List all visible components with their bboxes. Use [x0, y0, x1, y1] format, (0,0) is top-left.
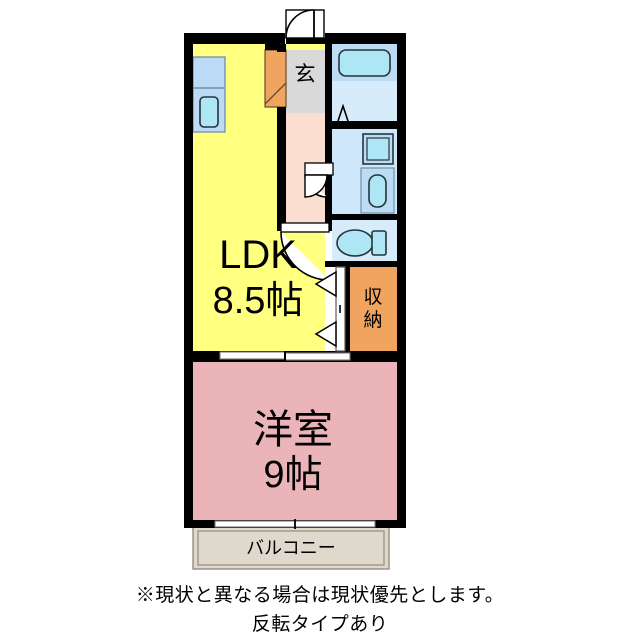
wall-entrance-left-top [265, 44, 286, 50]
vent-marks [336, 215, 392, 356]
balcony-window-leaf-left [214, 520, 296, 528]
wall-outer-left [184, 33, 193, 528]
closet-door-leaf-upper [314, 270, 337, 298]
balcony-window[interactable] [214, 519, 376, 529]
label-ldk-name: LDK [219, 233, 297, 277]
bedroom-sliding-door-leaf-left [219, 351, 286, 360]
wall-closet-left [345, 267, 350, 351]
label-balcony: バルコニー [246, 538, 336, 558]
fixture-bathtub [338, 49, 391, 77]
entrance-door[interactable] [285, 9, 325, 39]
label-closet-char1: 収 [363, 286, 382, 308]
bedroom-sliding-door-leaf-right [284, 352, 351, 361]
hallway-door-fill [304, 174, 328, 198]
note-mirrored-type: 反転タイプあり [251, 614, 389, 635]
wall-ldk-right [277, 107, 286, 223]
entrance-door-swing-arc [285, 9, 315, 39]
wall-entrance-divider [277, 44, 286, 52]
fixture-shoe-cabinet-door-line [264, 82, 287, 105]
balcony-inner-outline [197, 530, 385, 566]
ldk-door-panel [280, 222, 330, 233]
closet-door-leaf-lower [314, 320, 337, 348]
wall-entrance-top [286, 38, 325, 44]
fixture-toilet-bowl [336, 229, 374, 257]
wall-bath-top [325, 33, 406, 44]
label-entrance: 玄 [295, 63, 316, 86]
hallway-door[interactable] [304, 162, 334, 198]
fixture-toilet-tank [371, 230, 387, 256]
label-closet-char2: 納 [363, 309, 382, 331]
room-fill-closet [350, 267, 397, 351]
room-fill-entrance [286, 50, 325, 113]
closet-doors[interactable] [314, 266, 346, 352]
ldk-door-swing-arc [280, 231, 330, 281]
bath-door-mark [337, 103, 349, 122]
room-fill-bedroom [191, 362, 397, 520]
fixture-washing-machine-pan-inner [366, 137, 390, 161]
wall-outer-right [397, 33, 406, 528]
fixture-kitchen-sink [199, 96, 219, 128]
wall-toilet-bottom [325, 261, 406, 267]
ldk-door[interactable] [280, 222, 330, 281]
label-ldk-size: 8.5帖 [213, 280, 304, 322]
note-current-condition: ※現状と異なる場合は現状優先とします。 [135, 585, 505, 606]
hallway-door-panel [304, 162, 334, 176]
label-bedroom-name: 洋室 [253, 408, 333, 452]
wall-ldk-top [184, 33, 285, 44]
label-bedroom-size: 9帖 [263, 454, 322, 496]
fixture-shoe-cabinet [264, 49, 287, 108]
balcony-window-leaf-right [294, 520, 376, 528]
fixture-vanity-sink [368, 174, 387, 208]
wall-washroom-toilet-divider [325, 214, 406, 220]
wall-bath-washroom-divider [325, 121, 406, 129]
bedroom-sliding-door[interactable] [219, 351, 351, 361]
